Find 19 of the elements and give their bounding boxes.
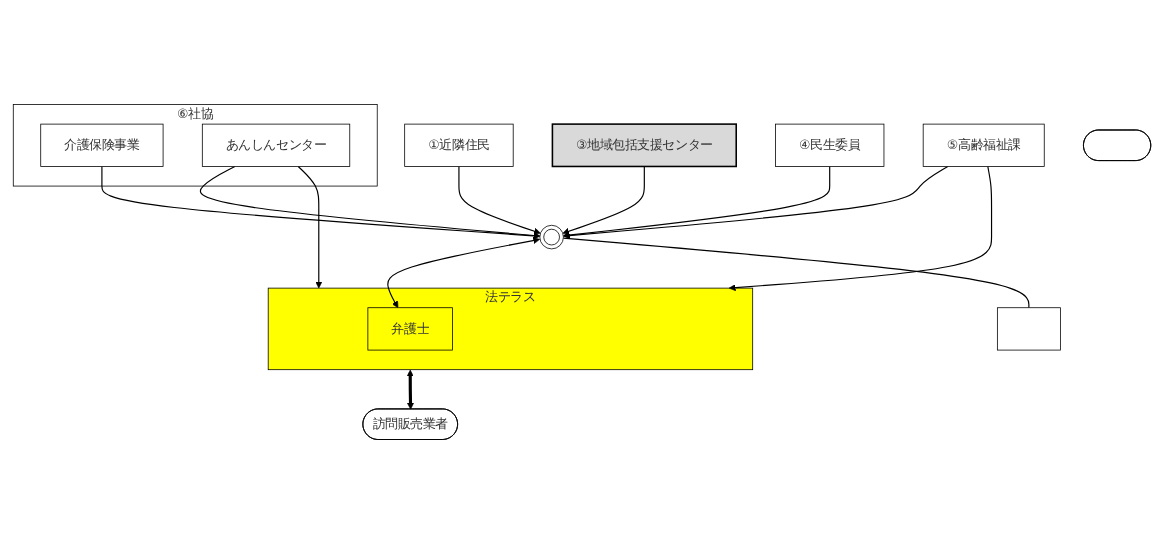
arrow <box>563 165 949 239</box>
node-circle <box>539 224 564 250</box>
node-box: 介護保険事業 <box>40 123 164 167</box>
node-box <box>996 307 1061 351</box>
arrow <box>458 165 541 235</box>
node-box: あんしんセンター <box>201 123 351 167</box>
arrow <box>562 165 645 235</box>
arrow <box>199 165 541 239</box>
node-box: ④民生委員 <box>775 123 885 167</box>
arrow <box>728 165 993 292</box>
node-box: ①近隣住民 <box>404 123 514 167</box>
arrow <box>406 369 414 410</box>
node-box: ⑤高齢福祉課 <box>922 123 1045 167</box>
arrow <box>101 165 541 240</box>
node-box: 弁護士 <box>367 307 453 351</box>
arrow <box>387 237 541 309</box>
arrow <box>297 165 323 289</box>
node-box: ③地域包括支援センター <box>551 123 737 168</box>
connector <box>562 237 1030 309</box>
